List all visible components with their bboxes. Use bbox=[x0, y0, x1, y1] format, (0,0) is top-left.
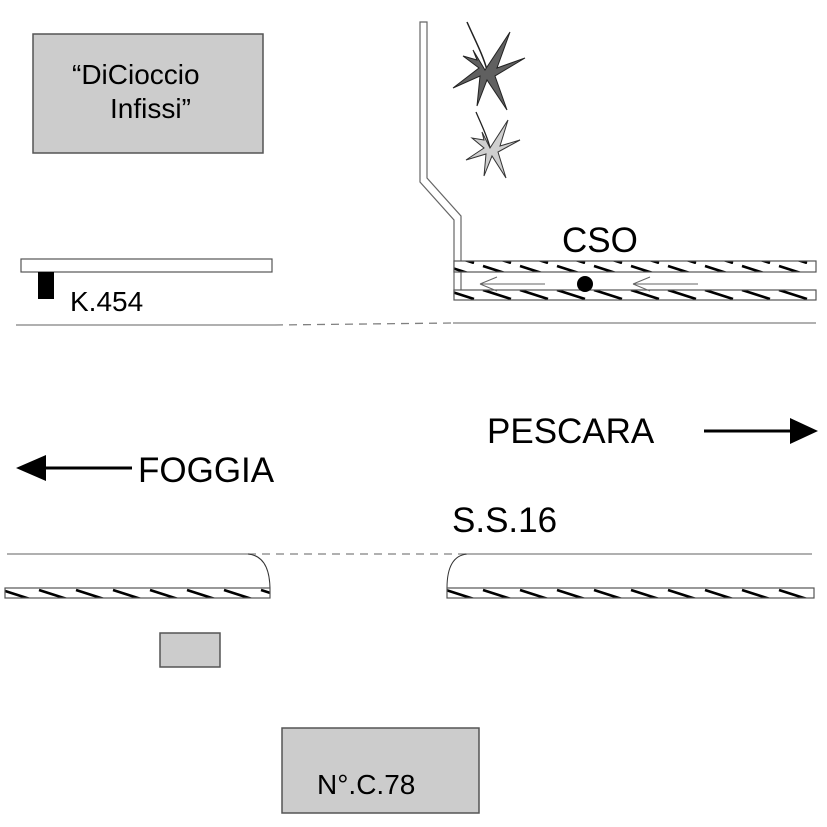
foggia-label: FOGGIA bbox=[138, 451, 275, 490]
shop-name-line1: “DiCioccio bbox=[72, 59, 200, 90]
km-marker-label: K.454 bbox=[70, 286, 143, 317]
shop-building-rect bbox=[32, 33, 264, 154]
cso-kerb-top bbox=[453, 260, 817, 273]
arrow-left-thin-icon bbox=[479, 276, 545, 292]
road-name-label: S.S.16 bbox=[452, 501, 557, 540]
plant-icon bbox=[452, 21, 526, 111]
pescara-label: PESCARA bbox=[487, 412, 655, 451]
cso-label: CSO bbox=[562, 221, 638, 260]
road-edge-top-dashed bbox=[274, 322, 454, 326]
sidewalk-strip bbox=[20, 258, 273, 273]
plant-icon bbox=[465, 111, 521, 179]
shop-name-line2: Infissi” bbox=[110, 93, 191, 124]
arrow-right-icon bbox=[704, 418, 818, 444]
curb-curve-left bbox=[247, 553, 271, 591]
arrow-left-thin-icon bbox=[632, 276, 698, 292]
house-building: N°.C.78 bbox=[281, 727, 480, 814]
km-post-icon bbox=[38, 272, 54, 299]
small-building bbox=[159, 632, 221, 668]
kerb-bottom-right bbox=[446, 587, 815, 599]
arrow-left-icon bbox=[16, 455, 132, 481]
wall-outline bbox=[419, 21, 462, 297]
house-building-rect bbox=[281, 727, 480, 814]
kerb-bottom-left bbox=[4, 587, 271, 599]
cso-kerb-bottom bbox=[453, 289, 817, 301]
house-number-label: N°.C.78 bbox=[317, 769, 415, 800]
dot-marker-icon bbox=[577, 276, 593, 292]
shop-building: “DiCioccio Infissi” bbox=[32, 33, 264, 154]
wall bbox=[419, 21, 462, 297]
curb-curve-right bbox=[446, 553, 468, 589]
